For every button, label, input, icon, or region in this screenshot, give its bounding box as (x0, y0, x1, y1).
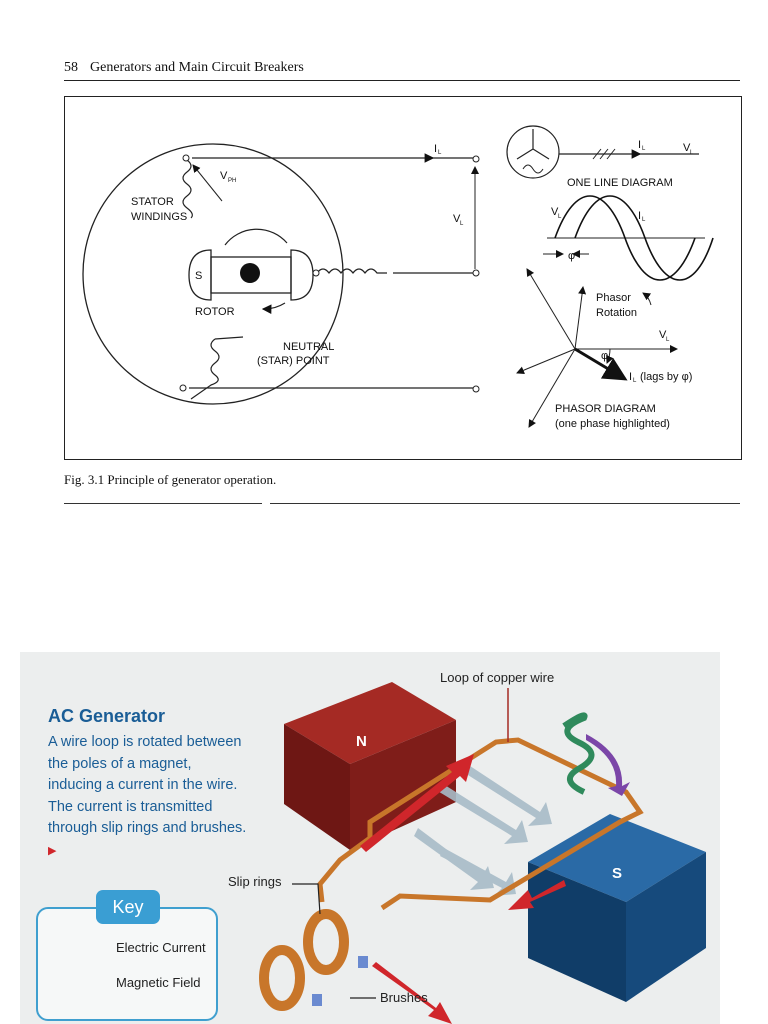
il-phasor (574, 347, 628, 381)
label-rotation: Rotation (596, 307, 637, 319)
label-north: N (356, 733, 367, 750)
one-line-symbol (506, 125, 560, 179)
magnet-s-front (626, 852, 706, 1002)
svg-text:L: L (642, 146, 646, 152)
continue-arrow-icon: ▶ (48, 844, 57, 857)
rotor-n-pole (290, 249, 314, 301)
label-vph: V (220, 170, 228, 182)
middle-winding (316, 268, 387, 274)
shaft-twist (562, 712, 595, 795)
label-slip-rings: Slip rings (228, 874, 282, 889)
magnet-s-side (528, 862, 626, 1002)
svg-text:L: L (438, 150, 442, 156)
svg-text:L: L (642, 217, 646, 223)
svg-text:L: L (460, 221, 464, 227)
label-loop-of-copper-wire: Loop of copper wire (440, 670, 555, 685)
svg-text:I: I (638, 210, 641, 222)
magnet-n-side (284, 724, 350, 850)
label-s: S (195, 270, 202, 282)
svg-text:φ: φ (601, 350, 608, 362)
figure-caption: Fig. 3.1 Principle of generator operatio… (64, 472, 277, 487)
top-winding (182, 159, 193, 219)
page-title: Generators and Main Circuit Breakers (90, 60, 304, 75)
label-brushes: Brushes (380, 990, 428, 1005)
svg-text:L: L (690, 150, 694, 156)
svg-text:I: I (629, 371, 632, 383)
label-lags: (lags by φ) (640, 371, 692, 383)
generator-illustration: N S (56, 682, 706, 1024)
svg-text:I: I (638, 139, 641, 151)
magnet-n-top (284, 682, 456, 764)
label-stator: STATOR (131, 196, 174, 208)
svg-text:L: L (666, 337, 670, 343)
label-phi: φ (568, 250, 575, 262)
voltage-wave (554, 195, 696, 281)
stator-circle (82, 143, 344, 405)
slip-ring-2 (303, 909, 349, 975)
rotation-arrow (586, 734, 630, 796)
svg-text:V: V (683, 142, 691, 154)
rotor-s-pole (188, 249, 212, 301)
label-phasor: Phasor (596, 292, 631, 304)
current-arrow-brush (372, 962, 452, 1024)
current-arrow-top (360, 754, 474, 852)
label-one-phase: (one phase highlighted) (555, 418, 670, 430)
label-vl: V (453, 213, 461, 225)
svg-text:L: L (558, 214, 562, 220)
label-rotor: ROTOR (195, 306, 235, 318)
vph-arrow (192, 164, 223, 202)
generator-description: A wire loop is rotated between the poles… (48, 734, 247, 857)
brush-2 (312, 994, 322, 1006)
svg-text:V: V (659, 329, 667, 341)
slip-ring-1 (259, 945, 305, 1011)
current-arrow-s (508, 880, 566, 910)
current-wave (574, 195, 714, 281)
label-one-line-diagram: ONE LINE DIAGRAM (567, 177, 673, 189)
bottom-rule-left (64, 503, 262, 504)
bottom-winding (190, 338, 220, 400)
generator-schematic: STATOR WINDINGS V PH S ROTOR NEUTRAL (ST… (82, 125, 714, 430)
label-neutral: NEUTRAL (283, 341, 334, 353)
key-item-magnetic-field: Magnetic Field (116, 975, 201, 990)
key-item-electric-current: Electric Current (116, 940, 206, 955)
bottom-rule-right (270, 503, 740, 504)
generator-title: AC Generator (48, 706, 166, 726)
label-south: S (612, 865, 622, 882)
key-title: Key (96, 890, 160, 924)
magnetic-field-arrows (414, 762, 552, 896)
svg-text:PH: PH (228, 178, 236, 184)
page-header: 58 Generators and Main Circuit Breakers (64, 58, 740, 81)
label-phasor-diagram: PHASOR DIAGRAM (555, 403, 656, 415)
figure-frame: STATOR WINDINGS V PH S ROTOR NEUTRAL (ST… (64, 96, 742, 460)
ac-generator-panel: N S AC Generator A wire loop is rotated … (20, 652, 720, 1024)
rotor-shaft (240, 263, 260, 283)
svg-text:L: L (633, 378, 637, 384)
key-legend (36, 907, 218, 1021)
brush-1 (358, 956, 368, 968)
magnet-s-top (528, 814, 706, 902)
page-number: 58 (64, 60, 78, 75)
svg-text:V: V (551, 206, 559, 218)
label-windings: WINDINGS (131, 211, 187, 223)
label-star-point: (STAR) POINT (257, 355, 330, 367)
label-il: I (434, 143, 437, 155)
